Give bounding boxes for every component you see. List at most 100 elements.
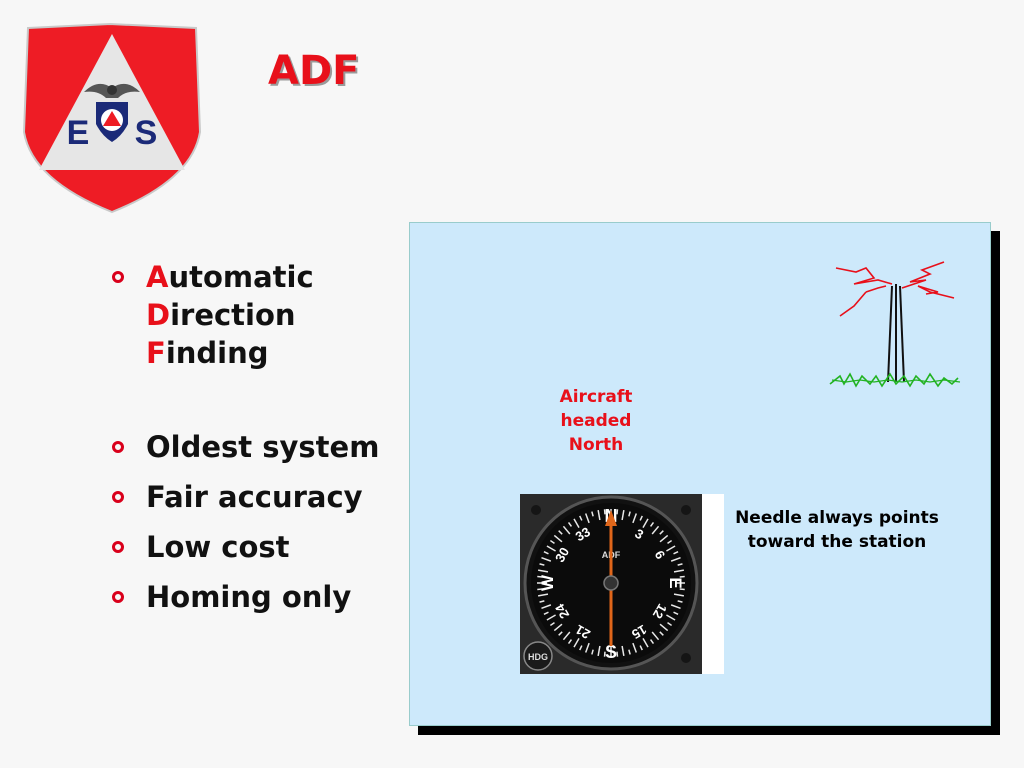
aircraft-heading-label: Aircraft headed North [543, 385, 649, 457]
compass-tick [659, 534, 669, 543]
compass-south-mark: S [605, 642, 617, 662]
compass-tick [659, 631, 664, 636]
compass-tick [567, 639, 573, 645]
compass-tick [541, 604, 552, 610]
compass-tick [543, 611, 549, 615]
compass-tick [546, 614, 556, 621]
compass-tick [651, 631, 660, 641]
compass-tick [667, 539, 673, 545]
initial-letter: F [146, 336, 166, 370]
compass-tick [546, 545, 556, 552]
compass-tick [579, 515, 583, 521]
bezel-screw [681, 505, 691, 515]
compass-tick [642, 638, 649, 648]
caption-line: toward the station [747, 532, 927, 552]
needle-caption: Needle always points toward the station [722, 506, 952, 554]
bullet-text: Automatic Direction Finding [146, 258, 314, 372]
compass-tick [558, 530, 563, 535]
compass-tick [549, 539, 555, 545]
compass-tick [621, 509, 625, 521]
compass-tick [649, 521, 655, 527]
compass-tick [670, 556, 681, 562]
compass-tick [677, 600, 683, 603]
hdg-knob[interactable] [523, 641, 553, 671]
label-line: North [568, 435, 624, 455]
compass-number: 21 [573, 622, 593, 642]
es-logo: E S [22, 22, 202, 214]
hdg-knob-label: HDG [528, 652, 548, 662]
compass-tick [537, 569, 549, 573]
cap-emblem-icon [96, 102, 128, 142]
compass-tick [567, 521, 573, 527]
compass-tick [628, 511, 631, 517]
bullet-item-oldest: Oldest system [112, 428, 379, 467]
caption-line: Needle always points [735, 508, 939, 528]
compass-tick [591, 649, 594, 655]
compass-tick [573, 518, 580, 528]
bullet-item-accuracy: Fair accuracy [112, 478, 379, 517]
compass-tick [597, 645, 601, 657]
compass-west-mark: W [538, 574, 557, 591]
compass-tick [659, 530, 664, 535]
logo-letter-e: E [67, 114, 90, 152]
word-rest: irection [170, 298, 296, 332]
compass-tick [632, 513, 638, 524]
compass-tick [621, 645, 625, 657]
compass-tick [639, 515, 643, 521]
bullet-item-adf: Automatic Direction Finding [112, 258, 379, 372]
bullet-text: Oldest system [146, 430, 380, 464]
compass-tick [541, 556, 552, 562]
compass-number: 30 [552, 545, 572, 565]
bullet-circle-icon [112, 428, 146, 467]
compass-tick [632, 642, 638, 653]
compass-tick [666, 614, 676, 621]
compass-tick [553, 534, 563, 543]
word-rest: inding [165, 336, 269, 370]
compass-tick [591, 511, 594, 517]
bullet-text: Low cost [146, 530, 290, 564]
compass-tick [597, 509, 601, 521]
bullet-text: Fair accuracy [146, 480, 363, 514]
compass-tick [562, 525, 571, 535]
bullet-circle-icon [112, 478, 146, 517]
compass-tick [573, 638, 580, 648]
label-line: headed [560, 411, 632, 431]
compass-tick [543, 551, 549, 555]
bullet-list: Automatic Direction Finding Oldest syste… [112, 258, 379, 617]
initial-letter: A [146, 260, 169, 294]
compass-tick [667, 621, 673, 627]
compass-tick [673, 569, 685, 573]
bullet-circle-icon [112, 258, 146, 297]
compass-tick [642, 518, 649, 528]
compass-tick [579, 645, 583, 651]
bezel-screw [531, 505, 541, 515]
compass-tick [677, 563, 683, 566]
bullet-circle-icon [112, 578, 146, 617]
compass-tick [673, 611, 679, 615]
compass-tick [584, 642, 590, 653]
bullet-text: Homing only [146, 580, 352, 614]
compass-tick [651, 525, 660, 535]
word-rest: utomatic [168, 260, 314, 294]
initial-letter: D [146, 298, 171, 332]
compass-tick [562, 631, 571, 641]
compass-tick [549, 621, 555, 627]
slide-title: ADF [268, 48, 360, 94]
compass-tick [639, 645, 643, 651]
compass-tick [539, 563, 545, 566]
compass-tick [584, 513, 590, 524]
bullet-item-homing: Homing only [112, 578, 379, 617]
compass-number: 12 [650, 601, 670, 621]
bullet-item-cost: Low cost [112, 528, 379, 567]
compass-tick [628, 649, 631, 655]
compass-tick [558, 631, 563, 636]
label-line: Aircraft [559, 387, 633, 407]
compass-tick [537, 593, 549, 597]
compass-tick [553, 623, 563, 632]
needle-arrow-icon [605, 510, 617, 526]
compass-tick [649, 639, 655, 645]
compass-tick [539, 600, 545, 603]
compass-number: 15 [629, 622, 649, 642]
radio-tower-icon [829, 261, 961, 388]
